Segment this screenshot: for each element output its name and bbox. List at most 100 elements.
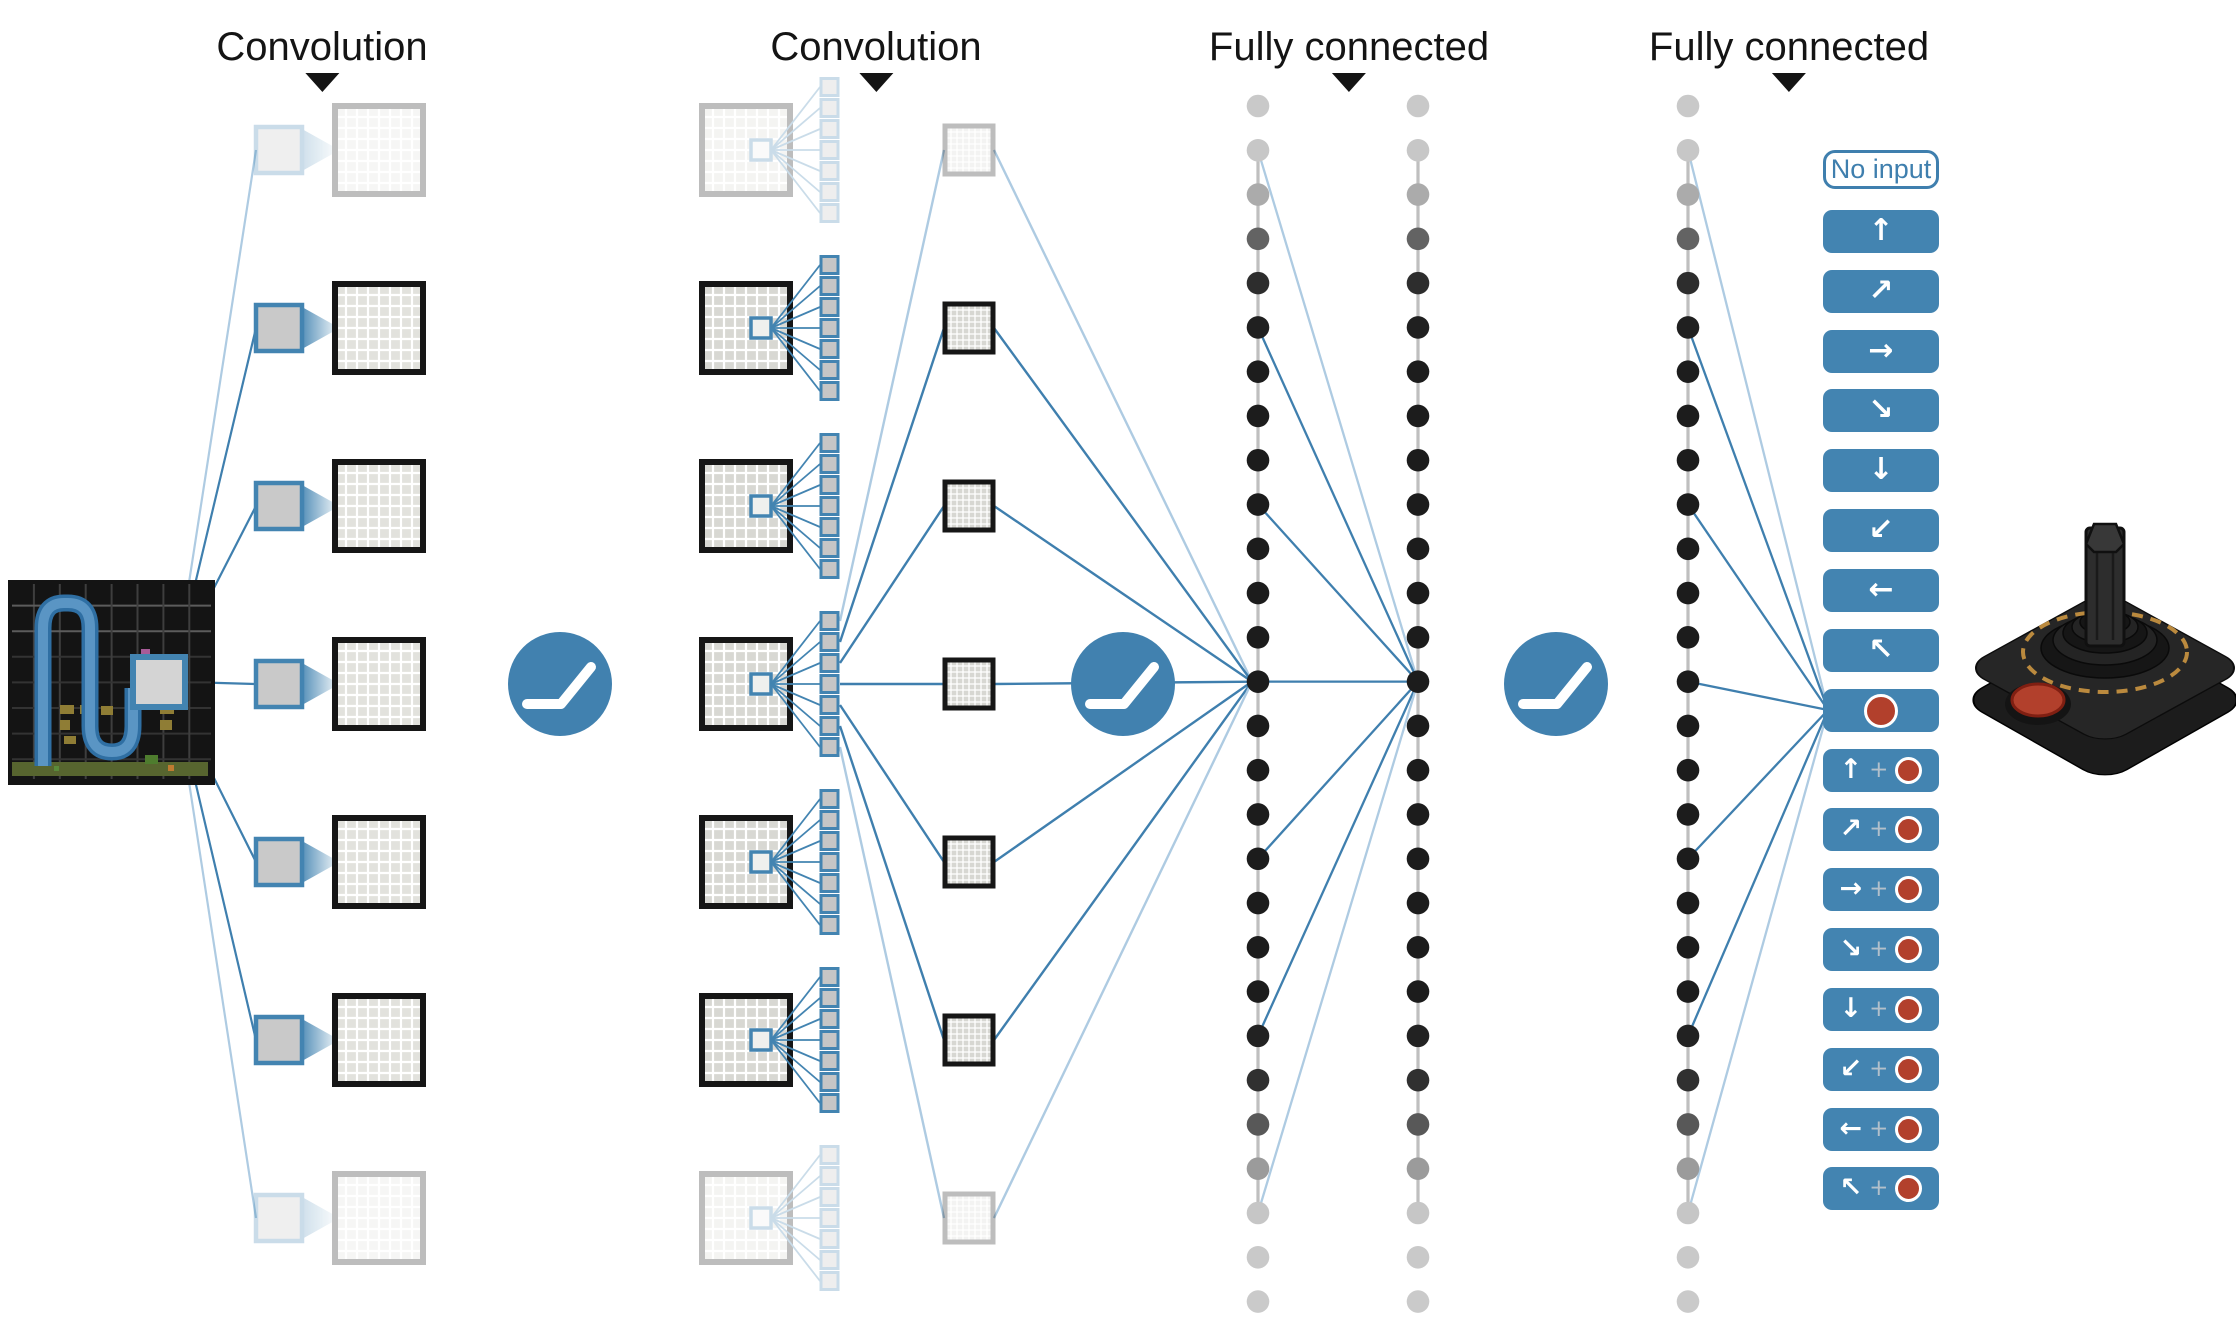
- conv2-filter-cell: [819, 182, 840, 202]
- conv2-filter-cell: [819, 77, 840, 97]
- conv2-filter-cell: [819, 831, 840, 851]
- fc-neuron-dot: [1246, 1245, 1270, 1269]
- conv1-beam: [302, 307, 336, 349]
- conv1-beam: [302, 1019, 336, 1061]
- fc-neuron-dot: [1246, 94, 1270, 118]
- relu-icon: [1504, 632, 1608, 736]
- fc-neuron-dot: [1406, 448, 1430, 472]
- conv2-receptive-field: [749, 672, 773, 696]
- fc-neuron-dot: [1406, 271, 1430, 295]
- conv2-filter-cell: [819, 1072, 840, 1092]
- fc-neuron-dot: [1676, 936, 1700, 959]
- fc-neuron-dot: [1246, 891, 1270, 915]
- conv2-receptive-field: [749, 850, 773, 874]
- fc-neuron-dot: [1406, 758, 1430, 782]
- conv2-output-map: [942, 123, 996, 177]
- fc-neuron-dot: [1406, 626, 1430, 649]
- down-arrow-icon: [305, 73, 339, 92]
- conv1-row: [253, 815, 426, 909]
- fc-neuron-dot: [1676, 183, 1700, 206]
- conv2-filter-cell: [819, 203, 840, 223]
- fc-neuron-dot: [1406, 803, 1430, 826]
- conv2-filter-cell: [819, 1030, 840, 1050]
- fc-neuron-dot: [1246, 803, 1270, 826]
- conv2-receptive-field: [749, 138, 773, 162]
- conv1-patch: [253, 302, 305, 354]
- conv2-receptive-field: [749, 1028, 773, 1052]
- fc-neuron-dot: [1406, 138, 1430, 162]
- conv2-layer: [699, 77, 996, 1291]
- fc-neuron-dot: [1676, 1201, 1700, 1225]
- fc-neuron-dot: [1406, 714, 1430, 738]
- relu-icon: [1071, 632, 1175, 736]
- conv1-row: [253, 1171, 426, 1265]
- conv2-output-map: [942, 657, 996, 711]
- conv2-filter-cell: [819, 653, 840, 673]
- conv2-group: [699, 967, 840, 1113]
- fc-neuron-dot: [1246, 714, 1270, 738]
- fc-neuron-dot: [1246, 670, 1270, 693]
- conv2-filter-cell: [819, 297, 840, 317]
- conv2-filter-cell: [819, 852, 840, 872]
- relu-icon: [508, 632, 612, 736]
- fc-neuron-dot: [1246, 1290, 1270, 1313]
- game-sprite: [168, 765, 174, 771]
- conv1-beam: [302, 663, 336, 705]
- joystick-illustration: [1972, 522, 2236, 776]
- conv2-group: [699, 77, 840, 223]
- conv1-beam: [302, 129, 336, 171]
- conv2-output-map: [942, 835, 996, 889]
- fc-neuron-dot: [1676, 271, 1700, 295]
- conv1-row: [253, 103, 426, 197]
- down-arrow-icon: [859, 73, 893, 92]
- conv2-filter-cell: [819, 1208, 840, 1228]
- conv2-group: [699, 433, 840, 579]
- conv2-filter-cell: [819, 1093, 840, 1113]
- conv2-filter-cell: [819, 161, 840, 181]
- fc-neuron-dot: [1246, 758, 1270, 782]
- conv2-filter-cell: [819, 1145, 840, 1165]
- conv1-layer: [253, 103, 426, 1265]
- conv2-filter-cell: [819, 915, 840, 935]
- fc-neuron-dot: [1676, 493, 1700, 516]
- conv2-filter-cell: [819, 674, 840, 694]
- conv2-filter-cell: [819, 1166, 840, 1186]
- fc-neuron-dot: [1246, 936, 1270, 959]
- fc-neuron-dot: [1406, 1157, 1430, 1181]
- fc-neuron-dot: [1246, 1157, 1270, 1181]
- conv2-filter-cell: [819, 381, 840, 401]
- fc-neuron-dot: [1676, 626, 1700, 649]
- game-sprite: [60, 705, 74, 714]
- conv2-filter-cell: [819, 1187, 840, 1207]
- conv2-filter-cell: [819, 716, 840, 736]
- conv2-filter-cell: [819, 1229, 840, 1249]
- layer-label-text: Fully connected: [1208, 25, 1490, 69]
- conv2-filter-cell: [819, 810, 840, 830]
- fc-neuron-dot: [1246, 626, 1270, 649]
- feature-map-grid: [332, 103, 426, 197]
- conv2-filter-cell: [819, 255, 840, 275]
- fc-neuron-dot: [1676, 581, 1700, 605]
- conv1-patch: [253, 480, 305, 532]
- fc-neuron-dot: [1246, 1113, 1270, 1136]
- fc-neuron-dot: [1246, 138, 1270, 162]
- input-patch: [130, 654, 188, 710]
- conv2-filter-cell: [819, 894, 840, 914]
- conv2-filter-cell: [819, 611, 840, 631]
- conv2-filter-cell: [819, 276, 840, 296]
- fc-column: [1676, 94, 1700, 1313]
- conv2-filter-cell: [819, 119, 840, 139]
- conv2-receptive-field: [749, 316, 773, 340]
- game-sprite: [145, 755, 158, 764]
- fc-neuron-dot: [1246, 227, 1270, 251]
- conv2-filter-cell: [819, 517, 840, 537]
- game-sprite: [160, 720, 172, 730]
- fc-column: [1246, 94, 1270, 1313]
- conv1-beam: [302, 841, 336, 883]
- layer-label-text: Fully connected: [1648, 25, 1930, 69]
- conv2-filter-cell: [819, 559, 840, 579]
- fc-neuron-dot: [1246, 847, 1270, 871]
- fc-neuron-dot: [1246, 581, 1270, 605]
